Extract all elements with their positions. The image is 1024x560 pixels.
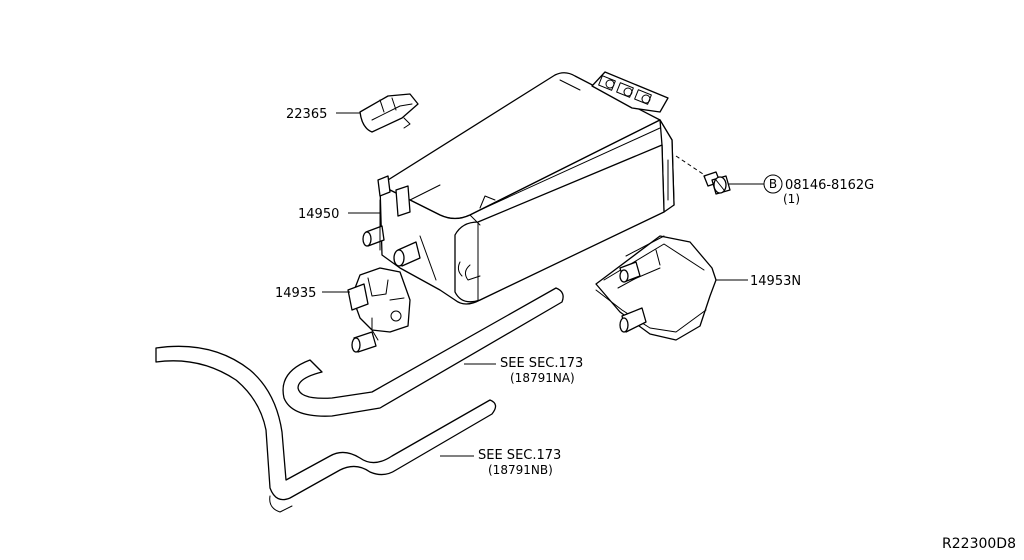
- callout-hose2-ref: SEE SEC.173: [478, 448, 561, 463]
- evap-canister: [362, 71, 675, 305]
- filter-14953n: [595, 235, 717, 341]
- hose-18791na: [282, 287, 564, 417]
- bolt-08146-8162g: [703, 171, 731, 195]
- hose-18791nb: [155, 345, 497, 513]
- bolt-symbol: B: [769, 177, 777, 191]
- diagram-ref-code: R22300D8: [942, 536, 1016, 552]
- callout-hose2-code: (18791NB): [488, 463, 553, 477]
- callout-hose1-code: (18791NA): [510, 371, 575, 385]
- connector-22365: [359, 93, 419, 133]
- leader-bolt-dashed: [675, 155, 707, 177]
- callout-bolt-qty: (1): [783, 192, 800, 206]
- callout-hose1-ref: SEE SEC.173: [500, 356, 583, 371]
- callout-14953n: 14953N: [750, 274, 801, 289]
- callout-bolt-part: 08146-8162G: [785, 178, 874, 193]
- callout-14950: 14950: [298, 207, 339, 222]
- valve-14935: [347, 267, 411, 353]
- callout-22365: 22365: [286, 107, 327, 122]
- bolt-symbol-circle: [763, 174, 783, 194]
- callout-14935: 14935: [275, 286, 316, 301]
